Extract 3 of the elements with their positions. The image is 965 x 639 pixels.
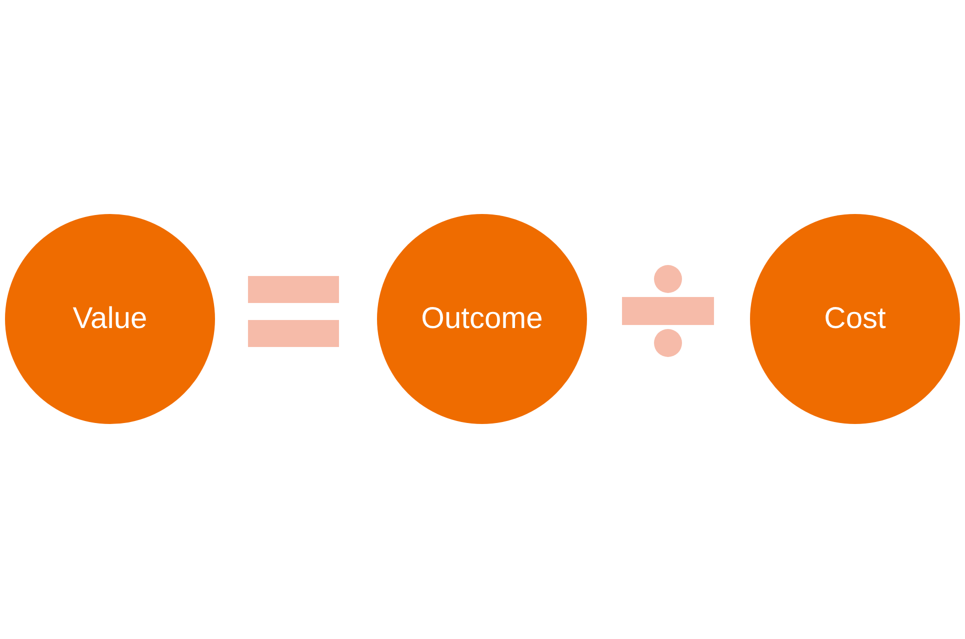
node-label: Cost — [824, 302, 886, 336]
node-label: Outcome — [421, 302, 543, 336]
node-label: Value — [72, 302, 148, 336]
